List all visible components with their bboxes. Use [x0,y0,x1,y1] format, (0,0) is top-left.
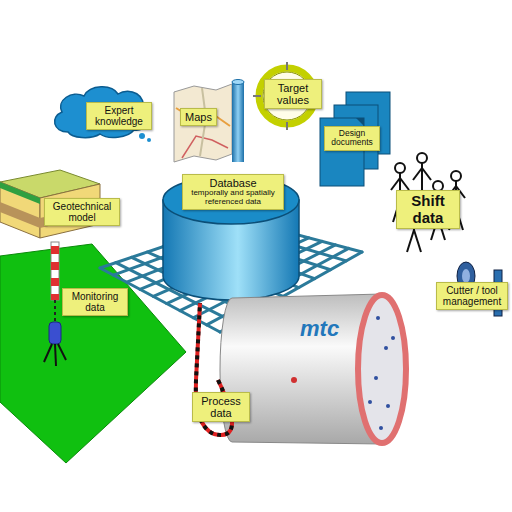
edge-label-holder: Process data [192,392,250,422]
monitoring-pole [51,242,59,300]
database-cylinder: Databasetemporally and spatially referen… [158,168,304,303]
g-shape [368,316,395,430]
circle-shape [147,138,151,142]
shift-crew: Shift data [386,150,472,260]
node-title: Design documents [329,129,375,148]
node-title: Geotechnical model [49,201,115,223]
tripod-leg [44,344,52,362]
line-shape [414,230,421,252]
circle-shape [395,163,405,173]
line-shape [422,168,431,180]
node-title: Monitoring data [67,291,123,313]
node-title: Shift data [401,193,455,226]
geotechnical-block: Geotechnical model [0,168,100,243]
circle-shape [379,426,383,430]
circle-shape [391,336,395,340]
circle-shape [291,377,297,383]
target-icon: Target values [248,62,326,130]
edge-label: Process data [192,392,250,422]
ground-plane [0,244,186,463]
g-shape [253,62,321,130]
polyline-shape [182,136,228,158]
polygon-shape [356,118,364,126]
label-sticker: Databasetemporally and spatially referen… [182,174,284,210]
rect-shape [232,82,244,162]
ellipse-shape [358,295,406,443]
logo-text: mtc [300,318,339,340]
pole-stripe [51,246,59,254]
pole-stripe [51,294,59,300]
circle-shape [417,153,427,163]
design-documents: Design documents [316,92,394,190]
line-shape [421,163,423,190]
node-subtitle: temporally and spatially referenced data [187,189,279,207]
label-sticker: Shift data [396,190,460,229]
polygon-shape [0,202,40,228]
polygon-shape [0,182,40,204]
label-sticker: Design documents [324,126,380,151]
node-title: Cutter / tool management [441,285,503,307]
pole-stripe [51,262,59,270]
polygon-shape [0,182,40,238]
polyline-shape [176,108,230,126]
label-sticker: Target values [264,79,322,109]
sensor-cable [54,300,56,322]
line-shape [253,95,261,97]
line-shape [286,122,288,130]
node-title: Database [187,177,279,189]
maps-icon: Maps [172,78,248,166]
line-shape [391,178,400,190]
line-shape [286,62,288,70]
line-shape [407,230,414,252]
line-shape [413,168,422,180]
circle-shape [368,400,372,404]
cutter-tools: Cutter / tool management [432,262,508,332]
sensor-body [49,322,61,344]
circle-shape [386,404,390,408]
monitoring-sticker: Monitoring data [62,288,122,328]
tripod-leg [58,344,66,360]
label-sticker: Monitoring data [62,288,128,316]
node-title: Expert knowledge [91,105,147,127]
logo-text-holder: mtc [300,318,339,340]
node-title: Target values [269,82,317,106]
polygon-shape [174,84,232,162]
label-sticker: Cutter / tool management [436,282,508,310]
expert-cloud: Expert knowledge [48,82,152,142]
label-sticker: Geotechnical model [44,198,120,226]
tripod-leg [55,344,56,366]
circle-shape [451,171,461,181]
circle-shape [384,346,388,350]
circle-shape [376,316,380,320]
node-title: Maps [185,111,212,123]
label-sticker: Expert knowledge [86,102,152,130]
circle-shape [374,376,378,380]
ellipse-shape [232,80,244,85]
label-sticker: Maps [180,108,217,126]
circle-shape [139,133,145,139]
pole-stripe [51,278,59,286]
line-shape [400,178,409,190]
ellipse-shape [462,269,470,283]
